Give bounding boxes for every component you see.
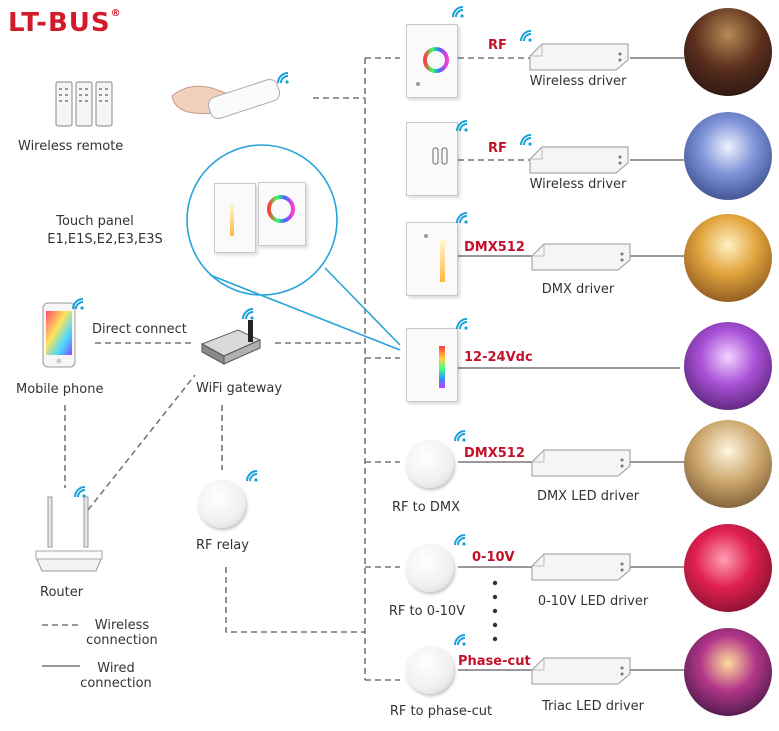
wifi-icon [456,318,468,330]
room-photo-icon [684,322,772,410]
led-driver-icon [531,449,631,477]
room-photo-icon [684,214,772,302]
remote-icon [55,81,113,127]
driver-label-wireless-1: Wireless driver [529,74,627,89]
router-label: Router [40,585,84,600]
wifi-icon [454,430,466,442]
touch-panel-icon [432,147,448,165]
wireless-remote-label: Wireless remote [18,139,124,154]
touch-panel-cct [406,222,458,296]
led-driver-icon [531,553,631,581]
rf-to-010v-label: RF to 0-10V [388,604,466,619]
legend-wired-line2: connection [80,676,152,691]
signal-label-010v: 0-10V [472,550,515,565]
legend-wireless-line2: connection [86,633,158,648]
wifi-icon [74,486,86,498]
mobile-phone-label: Mobile phone [16,382,104,397]
signal-label-dmx-1: DMX512 [464,240,525,255]
rf-to-010v-icon [406,544,454,592]
touch-panel-title: Touch panel [56,214,134,229]
room-photo-icon [684,628,772,716]
led-driver-icon [531,243,631,271]
smartphone-icon [42,302,76,368]
rf-to-dmx-icon [406,440,454,488]
legend-wireless-line1: Wireless [94,618,150,633]
brand-logo: LT-BUS® [8,8,122,38]
dashed-link-router-gateway [87,374,196,511]
wifi-icon [520,30,532,42]
wifi-gateway-label: WiFi gateway [196,381,283,396]
room-photo-icon [684,420,772,508]
wifi-icon [72,298,84,310]
router-icon [35,496,103,572]
dashed-link-relay-bus [225,567,365,633]
direct-connect-label: Direct connect [92,322,187,337]
touch-panel-icon [439,346,445,388]
driver-label-010v-led: 0-10V LED driver [537,594,649,609]
wifi-icon [246,470,258,482]
touch-panel-dimmer [406,122,458,196]
rf-to-dmx-label: RF to DMX [392,500,460,515]
wifi-icon [452,6,464,18]
touch-panel-zoom-right [258,182,306,246]
rf-to-phase-cut-icon [406,646,454,694]
touch-panel-rgb [406,24,458,98]
rf-to-phase-cut-label: RF to phase-cut [389,704,493,719]
signal-label-1224vdc: 12-24Vdc [464,350,533,365]
driver-label-dmx-led: DMX LED driver [536,489,640,504]
led-driver-icon [531,657,631,685]
legend-wired-line1: Wired [97,661,135,676]
wifi-icon [520,134,532,146]
led-driver-icon [529,146,629,174]
touch-panel-zoom-left [214,183,256,253]
wifi-gateway-icon [200,320,262,365]
room-photo-icon [684,8,772,96]
touch-panel-models: E1,E1S,E2,E3,E3S [47,232,163,247]
driver-label-triac-led: Triac LED driver [541,699,645,714]
led-driver-icon [529,43,629,71]
wifi-icon [456,212,468,224]
room-photo-icon [684,524,772,612]
signal-label-dmx-2: DMX512 [464,446,525,461]
zoom-line-a [209,274,401,351]
driver-label-wireless-2: Wireless driver [529,177,627,192]
rf-relay-label: RF relay [196,538,249,553]
wifi-icon [454,634,466,646]
signal-label-rf-1: RF [488,38,507,53]
touch-panel-icon [424,234,445,282]
room-photo-icon [684,112,772,200]
hand-remote-icon [171,78,281,120]
wifi-icon [242,308,254,320]
zoom-line-b [324,267,401,346]
signal-label-phase-cut: Phase-cut [458,654,531,669]
touch-panel-icon [416,47,449,86]
driver-label-dmx: DMX driver [541,282,615,297]
wifi-icon [277,72,289,84]
rf-relay-icon [198,480,246,528]
signal-label-rf-2: RF [488,141,507,156]
touch-panel-icon [267,195,295,223]
wifi-icon [456,120,468,132]
wifi-icon [454,534,466,546]
touch-panel-rgbw [406,328,458,402]
touch-panel-slider-icon [230,204,234,236]
